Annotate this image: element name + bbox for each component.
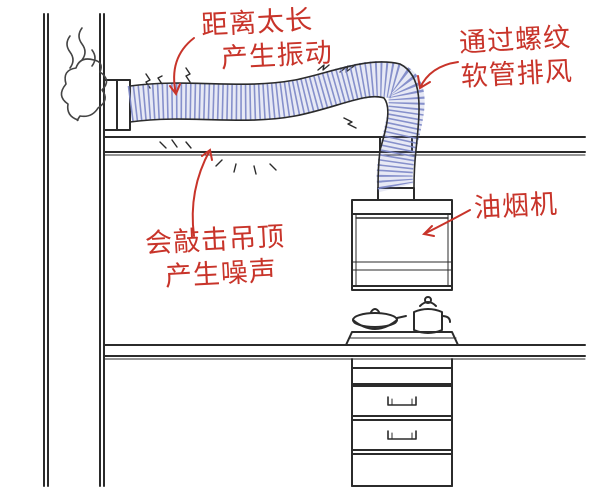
annotation-spiral-hose: 通过螺纹 软管排风: [458, 21, 573, 95]
counter-top: [103, 344, 586, 360]
wall-vent: [103, 79, 131, 131]
annotation-spiral-hose-line2: 软管排风: [460, 56, 574, 93]
drawer-cabinet: [351, 358, 453, 487]
annotation-long-distance: 距离太长 产生振动: [200, 3, 333, 78]
annotation-long-distance-line2: 产生振动: [220, 37, 334, 75]
ceiling-soffit: [103, 136, 586, 156]
arrow-long-distance: [169, 37, 195, 97]
spiral-hose: [127, 61, 425, 193]
leader-arrows: [169, 37, 471, 237]
wok: [352, 308, 407, 330]
range-hood: [351, 187, 453, 291]
smoke-icon: [60, 27, 108, 122]
arrow-spiral-hose: [417, 61, 459, 90]
arrow-ceiling-noise: [191, 148, 213, 237]
arrow-range-hood: [421, 209, 471, 237]
kettle: [413, 296, 451, 334]
annotation-ceiling-noise: 会敲击吊顶 产生噪声: [144, 220, 287, 295]
annotation-range-hood: 油烟机: [473, 188, 559, 226]
wall: [43, 13, 105, 487]
drawer-handles: [387, 396, 417, 440]
annotation-range-hood-line1: 油烟机: [473, 188, 559, 225]
vibration-marks: [145, 64, 357, 175]
stove-burners: [345, 331, 459, 346]
